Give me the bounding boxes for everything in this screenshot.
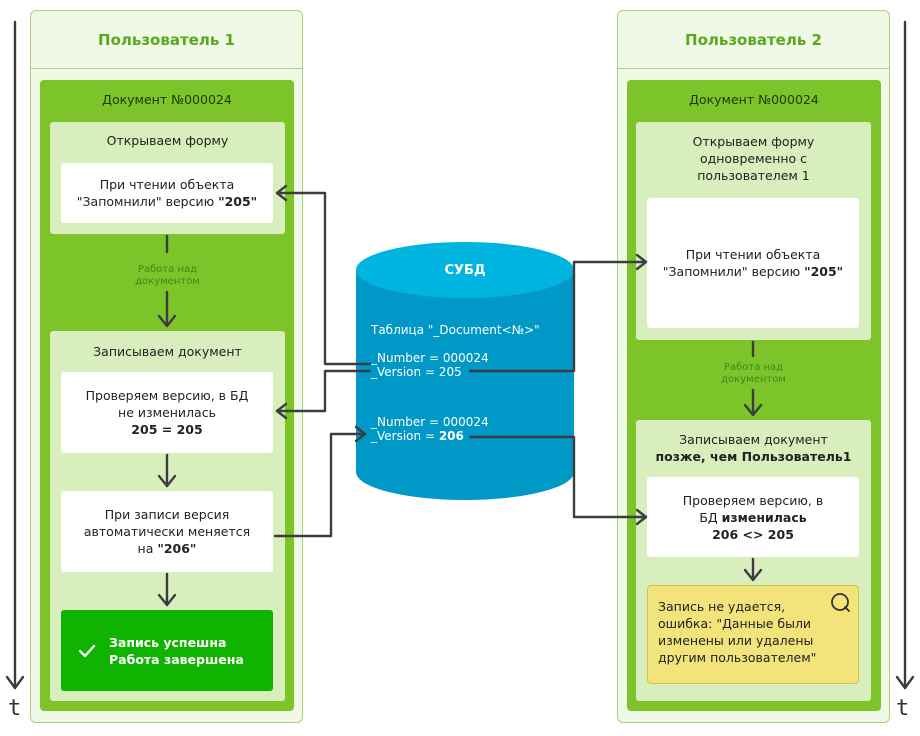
database-record-v205: _Number = 000024_Version = 205	[371, 351, 489, 379]
database-record-v206: _Number = 000024_Version = 206	[371, 415, 489, 443]
user2-read-card: При чтении объекта"Запомнили" версию "20…	[647, 198, 859, 328]
user1-open-phase-title: Открываем форму	[106, 133, 229, 148]
user1-write-phase-title: Записываем документ	[93, 344, 242, 359]
database-title: СУБД	[444, 263, 486, 278]
time-axis-label-left: t	[8, 696, 22, 721]
user2-document-title: Документ №000024	[689, 92, 819, 107]
user1-document-title: Документ №000024	[102, 92, 232, 107]
time-axis-label-right: t	[896, 696, 910, 721]
database-table-name: Таблица "_Document<№>"	[371, 323, 540, 337]
speech-bubble-icon	[831, 593, 850, 612]
checkmark-icon	[78, 644, 96, 657]
user2-title: Пользователь 2	[685, 31, 822, 49]
user1-read-card: При чтении объекта"Запомнили" версию "20…	[61, 163, 273, 223]
user1-title: Пользователь 1	[98, 31, 235, 49]
